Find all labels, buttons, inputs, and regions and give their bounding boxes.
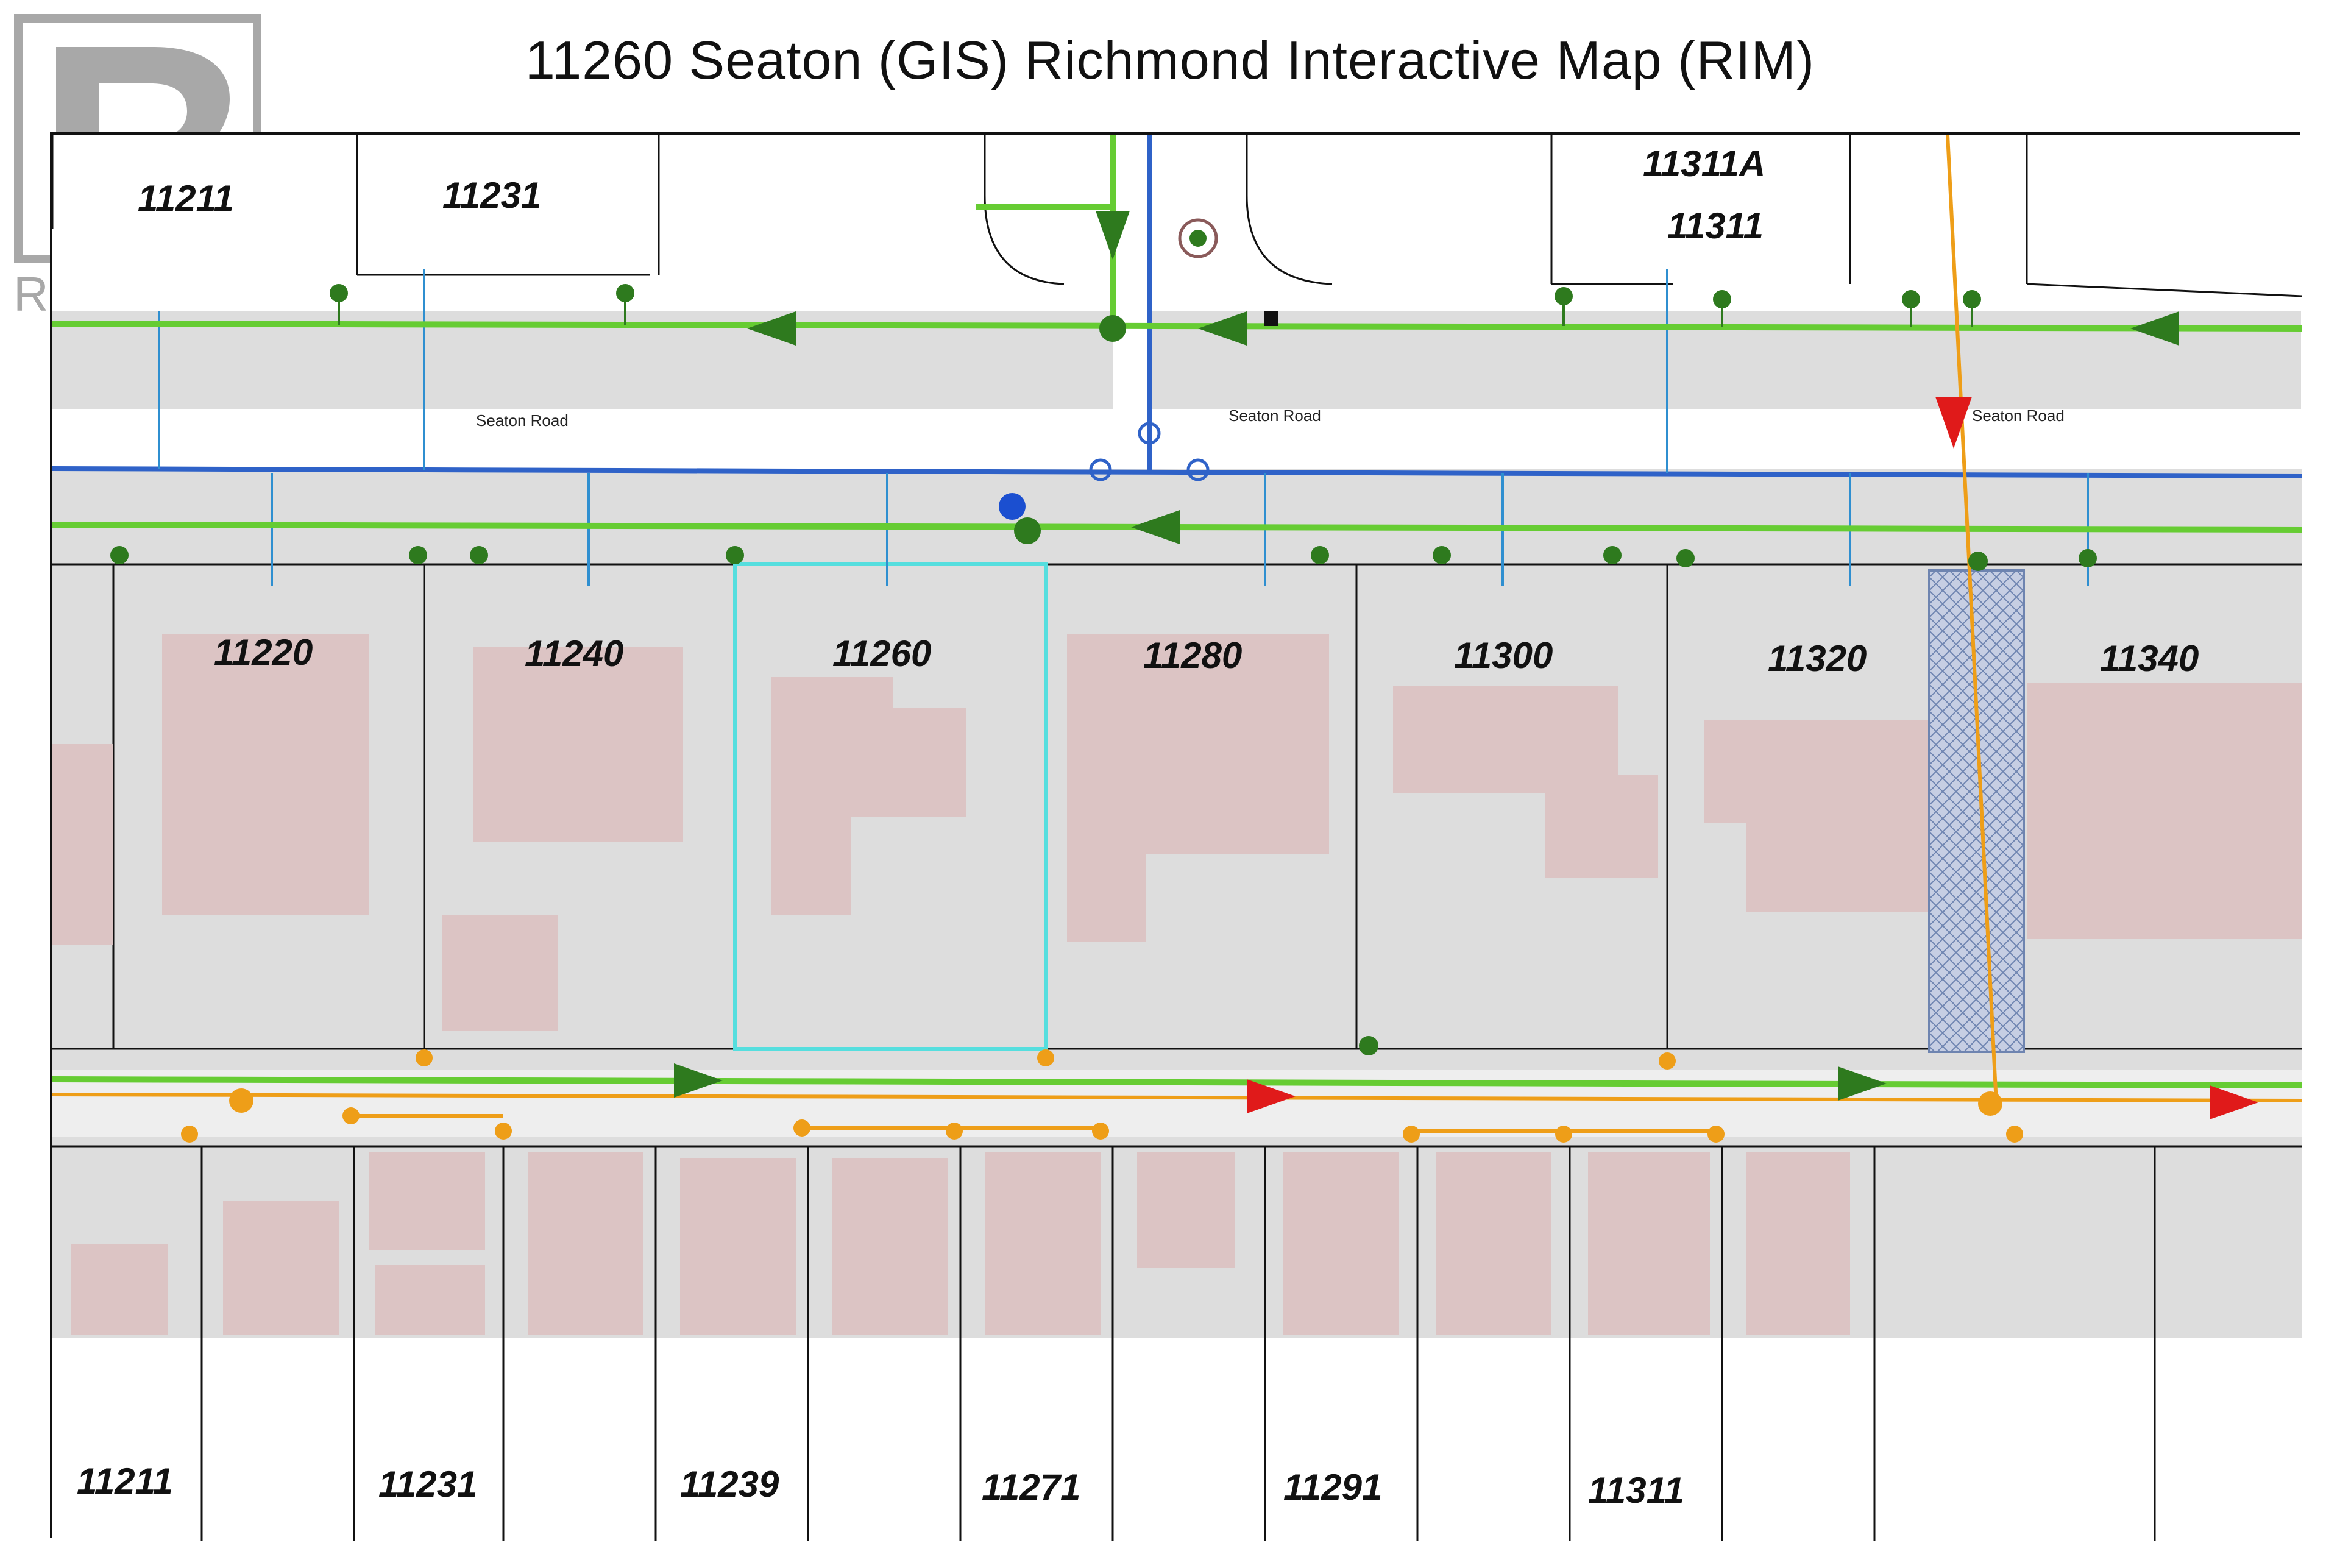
map-title: 11260 Seaton (GIS) Richmond Interactive … — [525, 30, 1815, 90]
flow-arrows-red — [1247, 397, 2258, 1119]
lot-label-11340: 11340 — [2100, 638, 2199, 679]
lot-label-top-11311: 11311 — [1667, 205, 1764, 246]
lot-label-11220: 11220 — [214, 632, 313, 673]
lot-label-bottom-11311: 11311 — [1588, 1470, 1684, 1511]
lot-label-top-11311a: 11311A — [1643, 143, 1765, 184]
lot-label-11320: 11320 — [1768, 638, 1867, 679]
gis-map[interactable]: Seaton Road Seaton Road Seaton Road 1121… — [50, 132, 2302, 1541]
lot-label-bottom-11271: 11271 — [982, 1467, 1080, 1508]
lot-label-top-11231: 11231 — [442, 175, 541, 216]
lot-label-bottom-11211: 11211 — [77, 1461, 173, 1502]
buildings-middle — [52, 634, 2302, 1031]
lot-label-11280: 11280 — [1143, 635, 1242, 676]
lot-label-11240: 11240 — [525, 633, 623, 674]
water-main — [52, 135, 2302, 478]
lot-label-bottom-11231: 11231 — [378, 1464, 477, 1505]
subject-property-outline — [733, 562, 1048, 1051]
seaton-road — [52, 409, 2302, 469]
lot-label-bottom-11291: 11291 — [1283, 1467, 1382, 1508]
north-lot-lines — [52, 135, 2302, 297]
flow-arrows-green — [674, 211, 2179, 1101]
road-label-seaton-2: Seaton Road — [1228, 406, 1321, 425]
storm-services — [110, 284, 2097, 567]
road-label-seaton-3: Seaton Road — [1972, 406, 2065, 425]
buildings-bottom — [71, 1152, 1850, 1335]
hydrant-icon — [999, 493, 1026, 520]
storm-nodes — [1014, 315, 1988, 1055]
sanitary-nodes — [181, 1049, 2023, 1143]
bottom-lot-lines — [52, 1145, 2302, 1541]
road-label-seaton-1: Seaton Road — [476, 411, 569, 430]
lot-label-11300: 11300 — [1454, 635, 1553, 676]
valve-icons — [1089, 422, 1210, 481]
catch-basin-icon — [1178, 218, 1278, 326]
lot-label-11260: 11260 — [832, 633, 931, 674]
lot-label-top-11211: 11211 — [138, 178, 234, 219]
lot-label-bottom-11239: 11239 — [680, 1464, 779, 1505]
